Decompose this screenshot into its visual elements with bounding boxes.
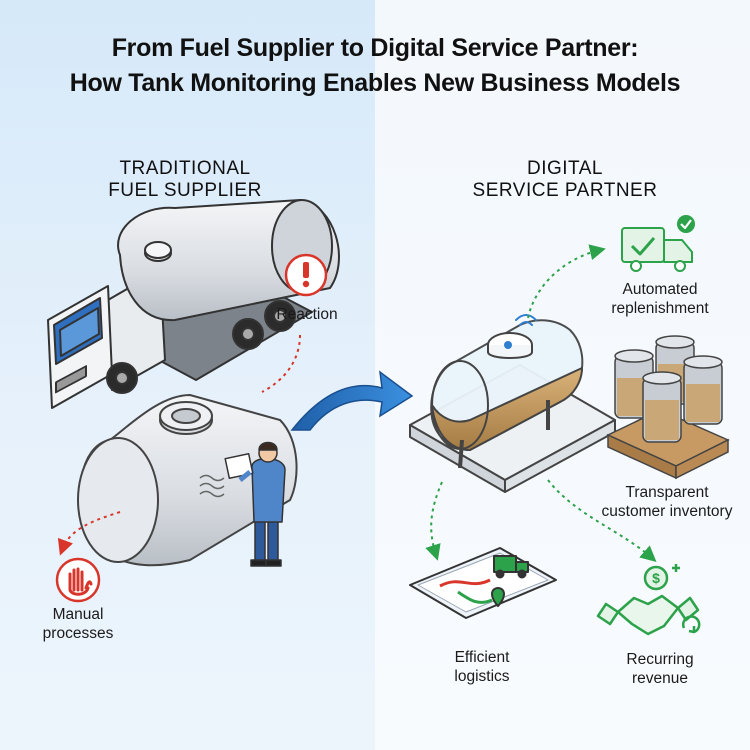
delivery-truck-check-icon (621, 215, 695, 272)
transition-arrow (290, 370, 414, 431)
transparent-inventory-label: Transparent customer inventory (588, 483, 746, 521)
svg-text:$: $ (652, 570, 660, 586)
connector-logistics (425, 481, 443, 561)
manual-processes-label: Manual processes (28, 605, 128, 643)
fuel-barrels-icon (606, 335, 730, 480)
automated-replenishment-label: Automated replenishment (595, 280, 725, 318)
digital-heading-line-1: DIGITAL (527, 158, 603, 179)
revenue-label-line-2: revenue (631, 670, 688, 687)
manual-dotted-arrow (57, 511, 121, 556)
traditional-heading-line-2: FUEL SUPPLIER (108, 180, 262, 201)
smart-tank-illustration (409, 319, 616, 493)
worker-with-clipboard (224, 441, 286, 567)
handshake-dollar-icon: $ (596, 564, 701, 636)
inventory-label-line-2: customer inventory (601, 503, 733, 520)
replenish-label-line-1: Automated (622, 281, 698, 298)
main-title-line-1: From Fuel Supplier to Digital Service Pa… (111, 34, 639, 62)
hand-stop-icon (55, 557, 101, 603)
main-title-line-2: How Tank Monitoring Enables New Business… (69, 69, 681, 97)
reaction-dotted-arrow (261, 334, 301, 393)
digital-heading-line-2: SERVICE PARTNER (472, 180, 658, 201)
green-connectors (425, 244, 657, 562)
tanker-truck-illustration (47, 199, 340, 409)
manual-label-line-2: processes (42, 625, 114, 642)
connector-replenish (527, 244, 606, 319)
digital-heading: DIGITAL SERVICE PARTNER (440, 158, 690, 202)
traditional-heading-line-1: TRADITIONAL (119, 158, 251, 179)
replenish-label-line-2: replenishment (611, 300, 709, 317)
inventory-label-line-1: Transparent (625, 484, 709, 501)
exclamation-icon (284, 253, 328, 297)
efficient-logistics-label: Efficient logistics (432, 648, 532, 686)
heat-wave-lines (199, 474, 225, 498)
logistics-label-line-2: logistics (454, 668, 510, 685)
manual-label-line-1: Manual (52, 606, 104, 623)
revenue-label-line-1: Recurring (626, 651, 694, 668)
route-map-icon (409, 547, 557, 619)
wifi-signal-icon (515, 314, 537, 326)
connector-revenue (547, 479, 657, 562)
storage-tank-illustration (77, 393, 298, 567)
reaction-label: Reaction (276, 306, 338, 323)
traditional-heading: TRADITIONAL FUEL SUPPLIER (60, 158, 310, 202)
logistics-label-line-1: Efficient (454, 649, 510, 666)
recurring-revenue-label: Recurring revenue (610, 650, 710, 688)
